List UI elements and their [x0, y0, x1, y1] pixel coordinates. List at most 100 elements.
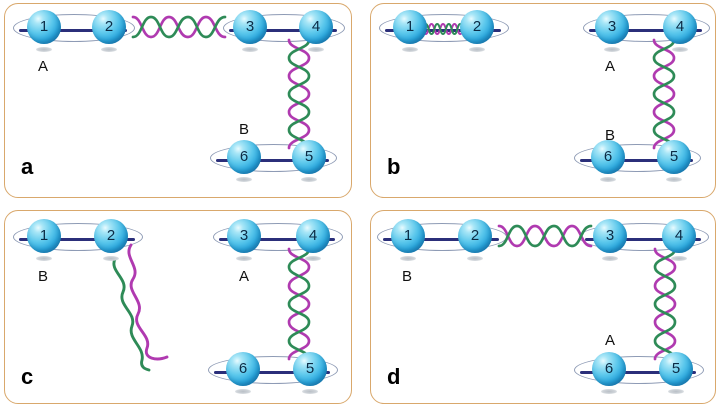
panel-a: 1 2 3 4 6 5 A B a [4, 3, 352, 198]
sphere-label: 5 [305, 360, 315, 377]
sphere-d-5[interactable]: 5 [659, 352, 693, 386]
tag-d-B: B [402, 268, 413, 285]
sphere-b-1[interactable]: 1 [393, 10, 427, 44]
rod-a-top-right [229, 29, 337, 32]
ring-c-top-left [13, 223, 143, 251]
sphere-a-5[interactable]: 5 [292, 140, 326, 174]
tag-a-B: B [239, 121, 250, 138]
ring-a-top-left [13, 14, 135, 42]
ring-a-bottom [210, 144, 337, 172]
panel-b: 1 2 3 4 6 5 A B b [370, 3, 716, 198]
shadow-d-6 [601, 389, 617, 394]
rod-b-top-right [589, 29, 702, 32]
sphere-c-4[interactable]: 4 [296, 219, 330, 253]
rod-a-bottom [216, 159, 329, 162]
sphere-c-6[interactable]: 6 [226, 352, 260, 386]
helix-b-compact [419, 20, 467, 38]
sphere-b-3[interactable]: 3 [595, 10, 629, 44]
sphere-a-1[interactable]: 1 [27, 10, 61, 44]
shadow-b-3 [604, 47, 620, 52]
ring-d-bottom [574, 356, 704, 384]
tag-b-A: A [605, 58, 616, 75]
tag-c-A: A [239, 268, 250, 285]
sphere-b-6[interactable]: 6 [591, 140, 625, 174]
rod-c-top-right [219, 238, 335, 241]
shadow-b-6 [600, 177, 616, 182]
rod-d-top-left [383, 238, 499, 241]
shadow-a-4 [308, 47, 324, 52]
rod-b-top-left [385, 29, 501, 32]
helix-c-vertical [283, 247, 315, 361]
sphere-label: 2 [470, 227, 480, 244]
rod-d-bottom [580, 371, 696, 374]
helix-a-vertical [283, 38, 315, 150]
sphere-c-3[interactable]: 3 [227, 219, 261, 253]
sphere-d-6[interactable]: 6 [592, 352, 626, 386]
sphere-label: 5 [669, 148, 679, 165]
shadow-d-1 [400, 256, 416, 261]
sphere-label: 4 [308, 227, 318, 244]
ring-b-bottom [574, 144, 701, 172]
sphere-d-4[interactable]: 4 [662, 219, 696, 253]
sphere-c-1[interactable]: 1 [27, 219, 61, 253]
rod-d-top-right [585, 238, 701, 241]
sphere-label: 4 [674, 227, 684, 244]
ring-a-top-right [223, 14, 345, 42]
shadow-a-1 [36, 47, 52, 52]
sphere-a-4[interactable]: 4 [299, 10, 333, 44]
helix-a-horizontal [131, 11, 227, 43]
rod-c-top-left [19, 238, 135, 241]
sphere-label: 5 [304, 148, 314, 165]
shadow-b-1 [402, 47, 418, 52]
panel-d: 1 2 3 4 6 5 B A d [370, 210, 716, 404]
shadow-d-2 [467, 256, 483, 261]
shadow-c-1 [36, 256, 52, 261]
sphere-c-2[interactable]: 2 [94, 219, 128, 253]
tag-b-B: B [605, 127, 616, 144]
shadow-c-6 [235, 389, 251, 394]
helix-c-diagonal [105, 243, 235, 372]
rod-c-bottom [214, 371, 330, 374]
sphere-d-2[interactable]: 2 [458, 219, 492, 253]
tag-d-A: A [605, 332, 616, 349]
shadow-c-3 [236, 256, 252, 261]
sphere-label: 3 [607, 18, 617, 35]
sphere-b-2[interactable]: 2 [460, 10, 494, 44]
sphere-b-5[interactable]: 5 [657, 140, 691, 174]
ring-b-top-left [379, 14, 509, 42]
sphere-a-6[interactable]: 6 [227, 140, 261, 174]
helix-d-vertical [649, 247, 681, 361]
shadow-d-5 [668, 389, 684, 394]
sphere-label: 6 [603, 148, 613, 165]
helix-d-horizontal [497, 220, 593, 252]
shadow-b-4 [672, 47, 688, 52]
sphere-a-2[interactable]: 2 [92, 10, 126, 44]
sphere-label: 5 [671, 360, 681, 377]
sphere-label: 3 [605, 227, 615, 244]
sphere-label: 1 [39, 227, 49, 244]
sphere-label: 6 [604, 360, 614, 377]
shadow-a-6 [236, 177, 252, 182]
sphere-label: 2 [472, 18, 482, 35]
sphere-b-4[interactable]: 4 [663, 10, 697, 44]
shadow-d-3 [602, 256, 618, 261]
sphere-d-3[interactable]: 3 [593, 219, 627, 253]
sphere-label: 4 [311, 18, 321, 35]
sphere-label: 3 [245, 18, 255, 35]
shadow-c-5 [302, 389, 318, 394]
ring-c-top-right [213, 223, 343, 251]
shadow-c-2 [103, 256, 119, 261]
shadow-c-4 [305, 256, 321, 261]
sphere-label: 2 [104, 18, 114, 35]
shadow-b-2 [469, 47, 485, 52]
sphere-d-1[interactable]: 1 [391, 219, 425, 253]
sphere-label: 6 [239, 148, 249, 165]
sphere-c-5[interactable]: 5 [293, 352, 327, 386]
sphere-label: 1 [403, 227, 413, 244]
shadow-a-2 [101, 47, 117, 52]
sphere-a-3[interactable]: 3 [233, 10, 267, 44]
shadow-b-5 [666, 177, 682, 182]
ring-b-top-right [583, 14, 710, 42]
sphere-label: 2 [106, 227, 116, 244]
tag-a-A: A [38, 58, 49, 75]
